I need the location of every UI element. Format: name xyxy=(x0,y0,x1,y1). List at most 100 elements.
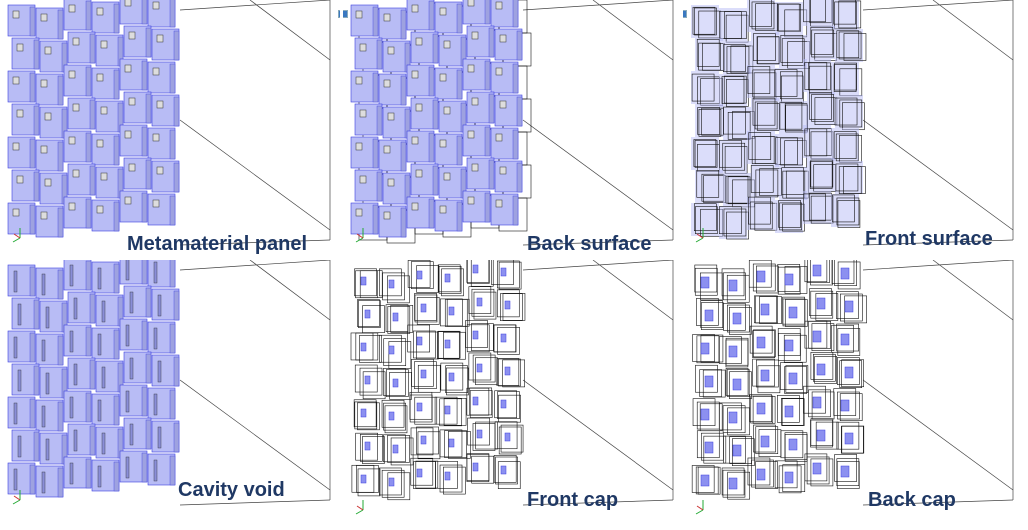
unit-cell-side xyxy=(141,320,148,351)
wire-block xyxy=(836,458,860,486)
wire-block xyxy=(843,166,866,194)
wire-block xyxy=(834,1,857,30)
wire-block xyxy=(469,387,493,416)
unit-cell-side xyxy=(29,332,36,363)
bounding-box-edge xyxy=(592,260,674,321)
view-icon[interactable] xyxy=(343,10,348,18)
cap-patch xyxy=(732,312,742,325)
wire-block xyxy=(808,62,831,91)
wire-block xyxy=(354,268,377,297)
cap-patch xyxy=(784,339,794,352)
unit-cell-side xyxy=(400,9,407,40)
bounding-box-edge xyxy=(862,260,1014,271)
cavity-opening xyxy=(156,34,164,43)
model-view[interactable] xyxy=(343,0,683,258)
cavity-opening xyxy=(68,70,76,79)
wire-block xyxy=(779,202,802,231)
wire-block xyxy=(497,327,520,355)
wire-block xyxy=(837,261,861,290)
view-icon[interactable] xyxy=(683,10,687,18)
cap-patch xyxy=(448,438,455,448)
wire-block xyxy=(473,291,497,320)
wire-block xyxy=(722,469,746,498)
wire-block xyxy=(698,42,721,71)
wire-block xyxy=(437,330,461,359)
model-view[interactable] xyxy=(343,260,683,530)
surface-fill xyxy=(831,62,859,95)
wire-block xyxy=(721,268,745,297)
surface-fill xyxy=(775,134,803,167)
unit-cell-side xyxy=(85,392,92,423)
unit-cell-side xyxy=(141,0,148,25)
cavity-opening xyxy=(68,136,76,145)
wire-block xyxy=(752,330,775,358)
cavity-opening xyxy=(96,73,104,82)
cap-patch xyxy=(388,477,395,487)
wire-block xyxy=(498,358,521,387)
wire-block xyxy=(777,264,801,292)
cavity-opening xyxy=(411,4,419,13)
unit-cell-side xyxy=(432,99,439,130)
wire-block xyxy=(838,31,862,60)
wire-block xyxy=(810,352,834,380)
model-view[interactable] xyxy=(0,260,340,520)
y-axis xyxy=(355,509,364,515)
bounding-box-edge xyxy=(249,0,331,61)
wire-block xyxy=(691,465,715,493)
wire-block xyxy=(434,396,458,425)
cavity-opening xyxy=(72,103,80,112)
surface-fill xyxy=(719,140,747,173)
cavity-opening xyxy=(100,40,108,49)
cavity-opening xyxy=(411,136,419,145)
cavity-slot xyxy=(153,393,158,416)
cavity-opening xyxy=(124,0,132,7)
bounding-box-edge xyxy=(862,0,1014,11)
unit-cell-side xyxy=(33,365,40,396)
model-view[interactable] xyxy=(683,0,1028,258)
wire-block xyxy=(437,264,461,293)
wire-block xyxy=(781,38,805,66)
panel-cavity-void: Cavity void xyxy=(0,260,340,520)
x-axis xyxy=(13,233,21,239)
view-icon[interactable] xyxy=(338,10,340,18)
unit-cell-side xyxy=(85,326,92,357)
wire-block xyxy=(472,354,496,383)
cavity-opening xyxy=(443,106,451,115)
cap-patch xyxy=(812,396,822,409)
unit-cell-side xyxy=(432,165,439,196)
wire-block xyxy=(719,139,742,168)
unit-cell-side xyxy=(89,425,96,456)
cavity-slot xyxy=(97,333,102,356)
unit-cell-side xyxy=(432,33,439,64)
cavity-slot xyxy=(125,390,130,413)
wire-block xyxy=(415,460,439,489)
cavity-slot xyxy=(125,324,130,347)
surface-fill xyxy=(719,74,747,107)
wire-block xyxy=(381,469,405,498)
bounding-box-edge xyxy=(522,499,674,506)
cap-patch xyxy=(728,411,738,424)
wire-block xyxy=(386,369,409,397)
wire-block xyxy=(753,424,776,453)
cavity-slot xyxy=(17,303,22,326)
wire-block xyxy=(719,402,742,431)
cavity-opening xyxy=(383,13,391,22)
cap-patch xyxy=(360,342,367,352)
cap-patch xyxy=(504,300,511,310)
wire-block xyxy=(778,465,802,494)
cavity-opening xyxy=(72,37,80,46)
wire-block xyxy=(725,175,749,204)
cap-patch xyxy=(812,330,822,343)
panel-label: Cavity void xyxy=(178,479,285,501)
wire-block xyxy=(695,206,718,234)
unit-cell-side xyxy=(173,96,180,127)
unit-cell-side xyxy=(57,335,64,366)
unit-cell-side xyxy=(57,207,64,238)
model-view[interactable] xyxy=(683,260,1028,530)
model-view[interactable] xyxy=(0,0,340,258)
cap-patch xyxy=(728,345,738,358)
wire-block xyxy=(500,424,524,453)
unit-cell-side xyxy=(85,458,92,489)
wire-block xyxy=(439,464,463,493)
wire-block xyxy=(390,305,414,333)
